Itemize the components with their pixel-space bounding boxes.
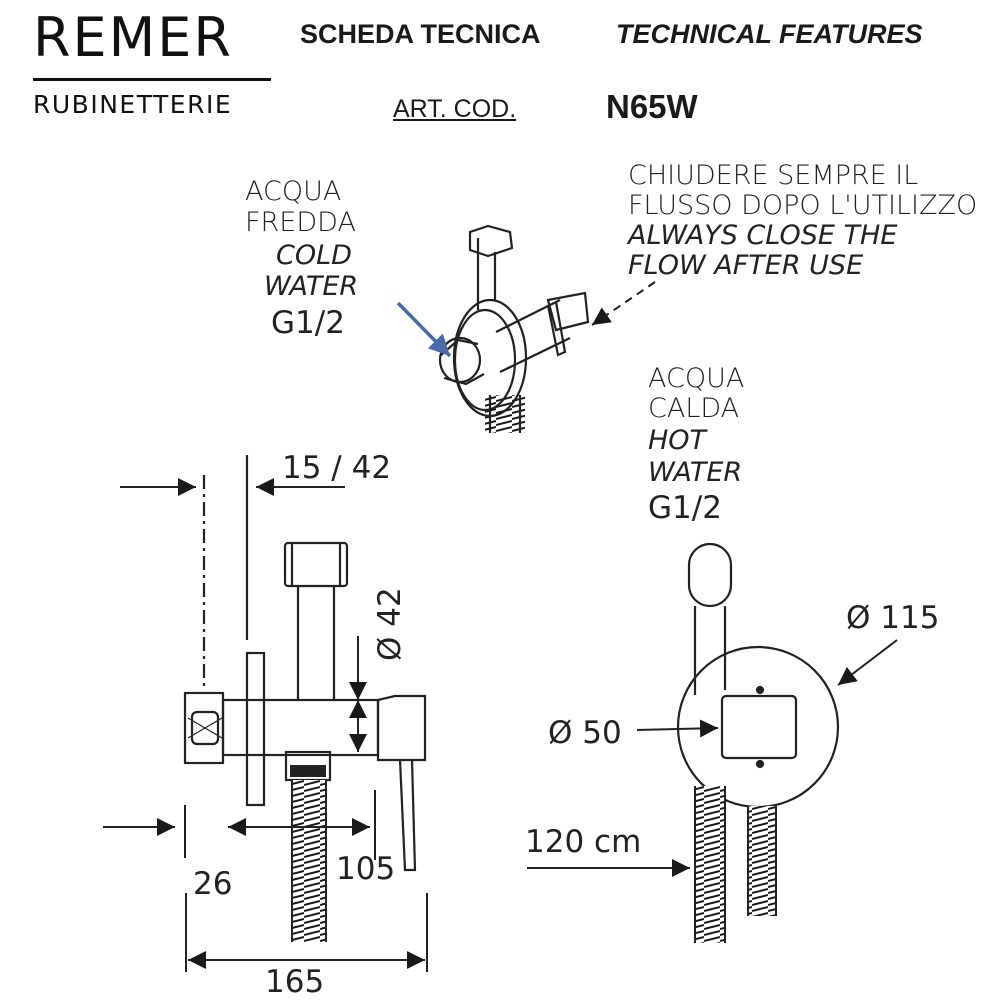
close-note-it-2: FLUSSO DOPO L'UTILIZZO (628, 190, 978, 221)
side-wall-plate (245, 651, 266, 807)
side-view (183, 455, 427, 872)
perspective-inlet (438, 336, 482, 384)
dim-plate-diameter: Ø 115 (846, 600, 940, 636)
brand-logo: REMER (33, 6, 233, 69)
article-label: ART. COD. (393, 95, 517, 123)
perspective-hose (485, 395, 525, 433)
hot-label-it-2: CALDA (648, 393, 740, 424)
side-shower-head (283, 541, 349, 588)
front-cartridge (720, 694, 798, 760)
dim-wall-offset: 15 / 42 (282, 450, 392, 486)
close-flow-arrow (591, 281, 656, 326)
hot-label-en-1: HOT (648, 425, 707, 456)
dim-body-diameter: Ø 42 (372, 587, 408, 661)
cold-label-it-1: ACQUA (245, 176, 342, 207)
dim-hose-length: 120 cm (525, 824, 642, 860)
cold-water-arrow (396, 301, 452, 358)
front-hose-right (748, 806, 776, 916)
article-code: N65W (606, 88, 698, 125)
perspective-shower-head (468, 224, 514, 258)
title-italian: SCHEDA TECNICA (300, 19, 541, 49)
close-note-en-1: ALWAYS CLOSE THE (628, 220, 898, 251)
dim-total-165: 165 (265, 964, 325, 1000)
cold-label-en-2: WATER (264, 271, 359, 302)
front-hose-left (695, 786, 725, 943)
perspective-view (438, 224, 590, 433)
close-note-it-1: CHIUDERE SEMPRE IL (628, 160, 919, 191)
cold-label-en-1: COLD (276, 240, 352, 271)
front-view (676, 542, 840, 809)
hot-label-en-2: WATER (648, 457, 743, 488)
dim-cartridge-diameter: Ø 50 (548, 715, 622, 751)
side-lever-handle (398, 759, 417, 872)
hot-thread: G1/2 (648, 490, 722, 526)
title-english: TECHNICAL FEATURES (616, 19, 923, 49)
dim-arrow-50 (636, 719, 719, 738)
front-shower-head (687, 542, 733, 608)
dim-arrow-115 (837, 639, 898, 686)
perspective-lever (546, 291, 590, 332)
cold-thread: G1/2 (271, 305, 345, 341)
brand-subtitle: RUBINETTERIE (33, 90, 233, 119)
dim-depth-105: 105 (336, 851, 396, 887)
dim-depth-26: 26 (193, 866, 233, 902)
side-hose (292, 780, 326, 942)
side-lever-base (376, 694, 427, 762)
close-note-en-2: FLOW AFTER USE (628, 250, 864, 281)
brand-divider (33, 78, 271, 81)
front-wall-plate (676, 645, 840, 809)
cold-label-it-2: FREDDA (245, 207, 356, 238)
hot-label-it-1: ACQUA (648, 363, 745, 394)
